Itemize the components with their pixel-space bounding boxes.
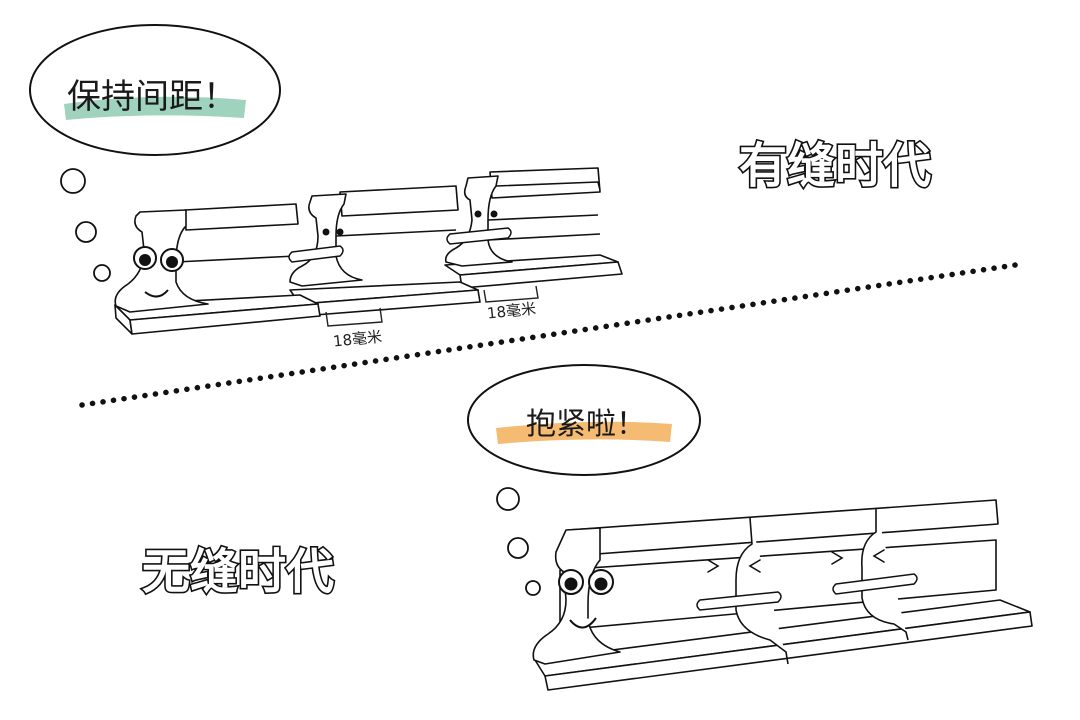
welded-rail-eyes	[558, 569, 614, 595]
rail-3-arm	[446, 227, 512, 245]
rail-segment-2	[289, 185, 481, 317]
arm-1	[696, 591, 782, 611]
bottom-bubble-highlight	[496, 421, 672, 444]
bottom-title: 无缝时代	[142, 544, 334, 600]
rail-seam-1	[735, 517, 789, 665]
top-title: 有缝时代	[739, 138, 931, 194]
welded-rail-smile	[569, 617, 597, 629]
rail-1-smile	[144, 289, 169, 298]
gap-label-1: 18毫米	[332, 328, 383, 351]
rail-3-eyes	[474, 210, 498, 218]
top-bubble-tail	[60, 168, 111, 282]
arm-2	[832, 573, 918, 595]
bottom-rail-faces	[558, 549, 918, 629]
welded-rail	[532, 499, 1033, 691]
top-thought-bubble: 保持间距！	[29, 24, 281, 156]
rail-seam-2	[860, 508, 909, 641]
gap-label-2: 18毫米	[486, 300, 537, 323]
squint-eyes	[707, 549, 885, 573]
top-rail-faces	[133, 210, 512, 298]
dotted-divider	[79, 261, 1025, 408]
bottom-bubble-tail	[496, 487, 541, 596]
top-bubble-text: 保持间距！	[67, 77, 237, 117]
bottom-bubble-text: 抱紧啦！	[526, 407, 646, 442]
gap-marker-2	[483, 285, 539, 303]
top-bubble-highlight	[64, 96, 246, 120]
bottom-thought-bubble: 抱紧啦！	[467, 364, 701, 476]
rail-2-eyes	[322, 228, 344, 236]
rail-1-eyes	[133, 246, 184, 272]
rail-2-arm	[288, 245, 344, 263]
gap-marker-1	[325, 307, 383, 327]
rail-segment-3	[444, 167, 623, 289]
